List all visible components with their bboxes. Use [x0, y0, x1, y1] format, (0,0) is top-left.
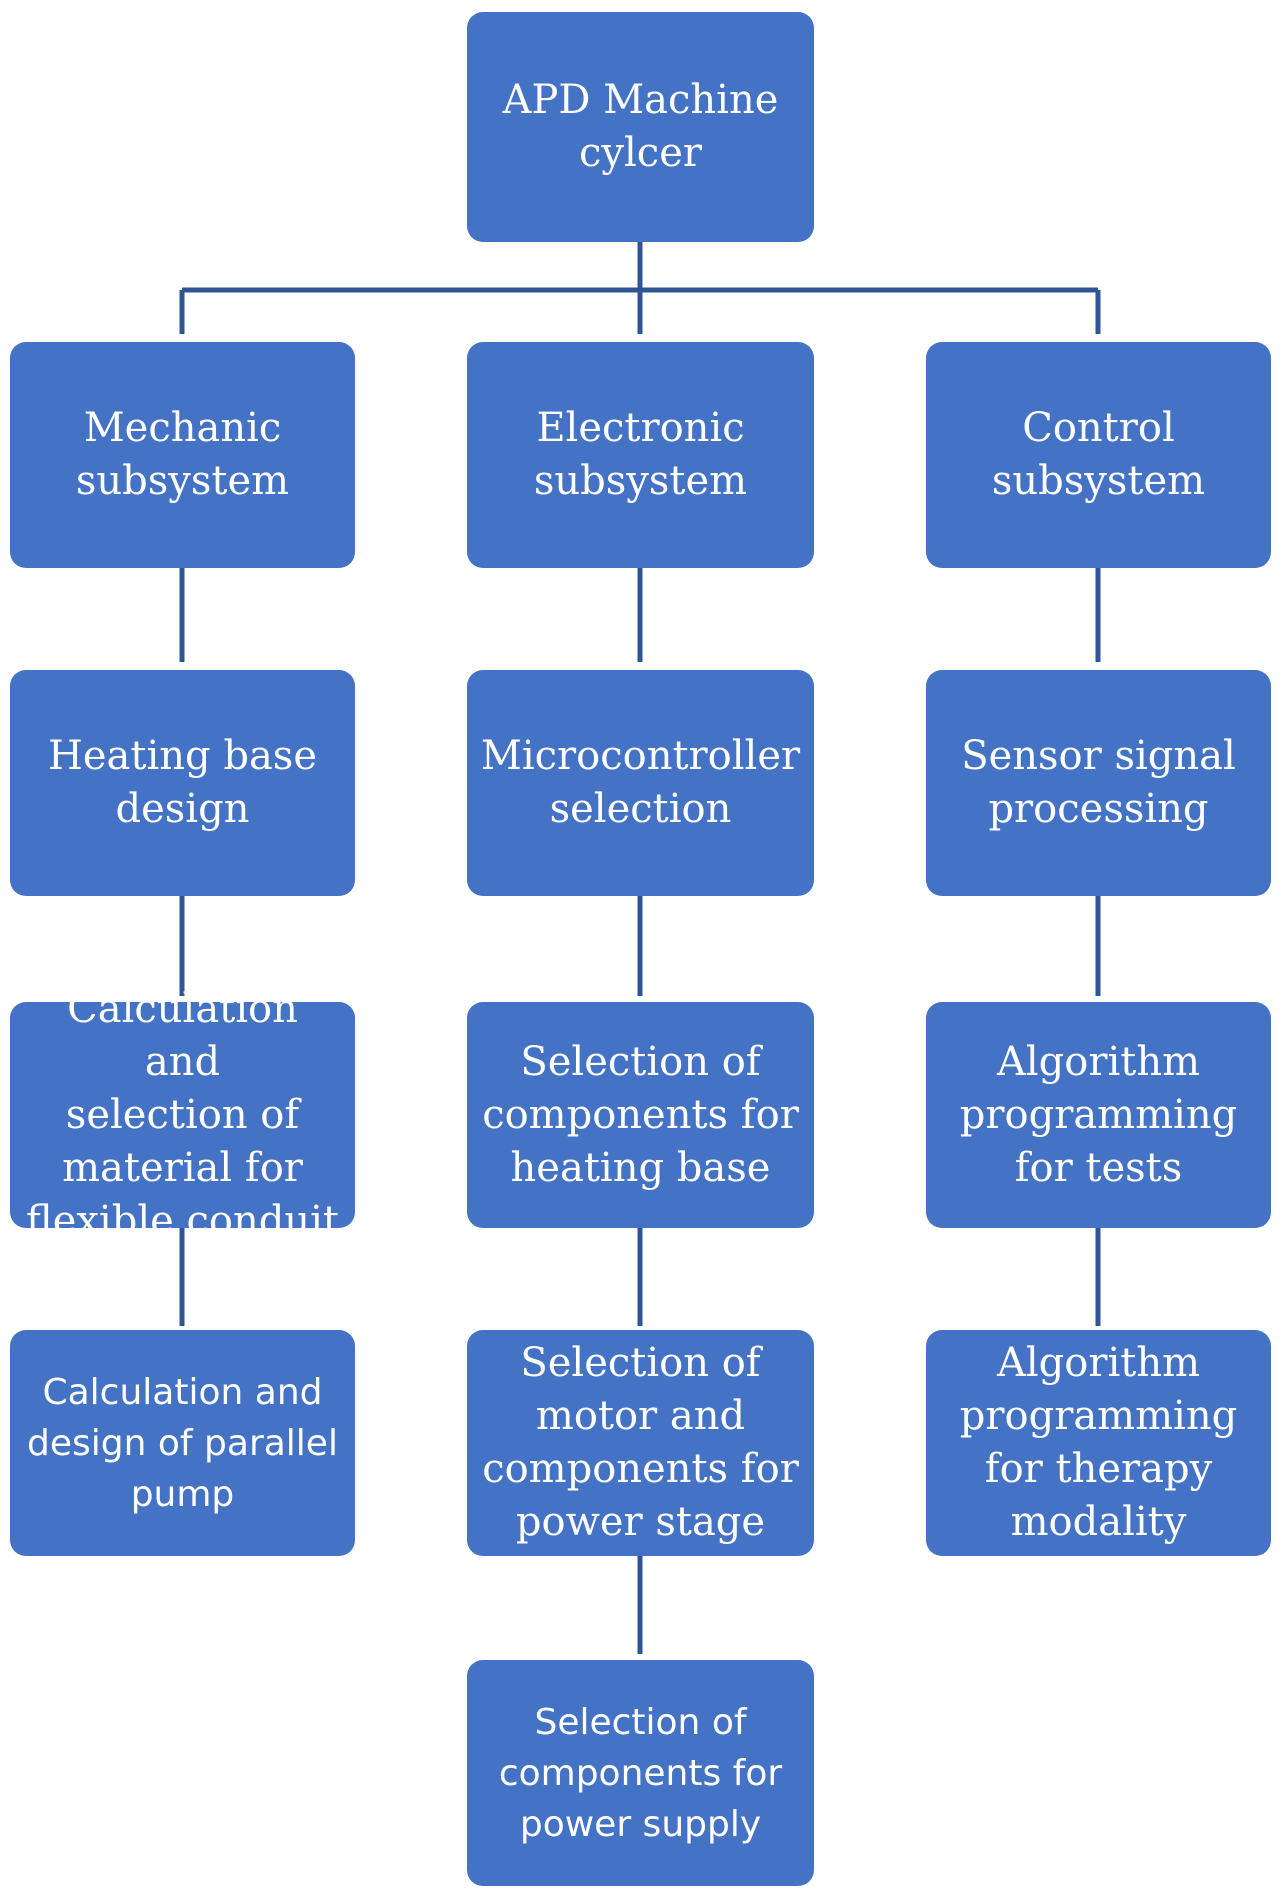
root-label: APD Machine cylcer — [502, 77, 779, 176]
heating-base-design-node: Heating base design — [10, 670, 355, 896]
sensor-signal-processing-label: Sensor signal processing — [961, 733, 1236, 832]
heating-base-design-label: Heating base design — [47, 733, 317, 832]
flexible-conduit-label: Calculation and selection of material fo… — [26, 985, 339, 1244]
electronic-subsystem-node: Electronic subsystem — [467, 342, 814, 568]
mechanic-subsystem-label: Mechanic subsystem — [75, 405, 290, 504]
electronic-subsystem-label: Electronic subsystem — [533, 405, 748, 504]
microcontroller-selection-label: Microcontroller selection — [480, 733, 801, 832]
microcontroller-selection-node: Microcontroller selection — [467, 670, 814, 896]
power-stage-node: Selection of motor and components for po… — [467, 1330, 814, 1556]
algorithm-therapy-label: Algorithm programming for therapy modali… — [959, 1340, 1238, 1545]
heating-base-components-node: Selection of components for heating base — [467, 1002, 814, 1228]
parallel-pump-label: Calculation and design of parallel pump — [27, 1371, 338, 1515]
control-subsystem-label: Control subsystem — [991, 405, 1206, 504]
algorithm-tests-node: Algorithm programming for tests — [926, 1002, 1271, 1228]
sensor-signal-processing-node: Sensor signal processing — [926, 670, 1271, 896]
mechanic-subsystem-node: Mechanic subsystem — [10, 342, 355, 568]
algorithm-therapy-node: Algorithm programming for therapy modali… — [926, 1330, 1271, 1556]
power-stage-label: Selection of motor and components for po… — [482, 1340, 799, 1545]
power-supply-node: Selection of components for power supply — [467, 1660, 814, 1886]
flexible-conduit-node: Calculation and selection of material fo… — [10, 986, 355, 1244]
root-node: APD Machine cylcer — [467, 12, 814, 242]
control-subsystem-node: Control subsystem — [926, 342, 1271, 568]
power-supply-label: Selection of components for power supply — [498, 1701, 783, 1845]
heating-base-components-label: Selection of components for heating base — [482, 1038, 799, 1191]
parallel-pump-node: Calculation and design of parallel pump — [10, 1330, 355, 1556]
algorithm-tests-label: Algorithm programming for tests — [959, 1038, 1238, 1191]
